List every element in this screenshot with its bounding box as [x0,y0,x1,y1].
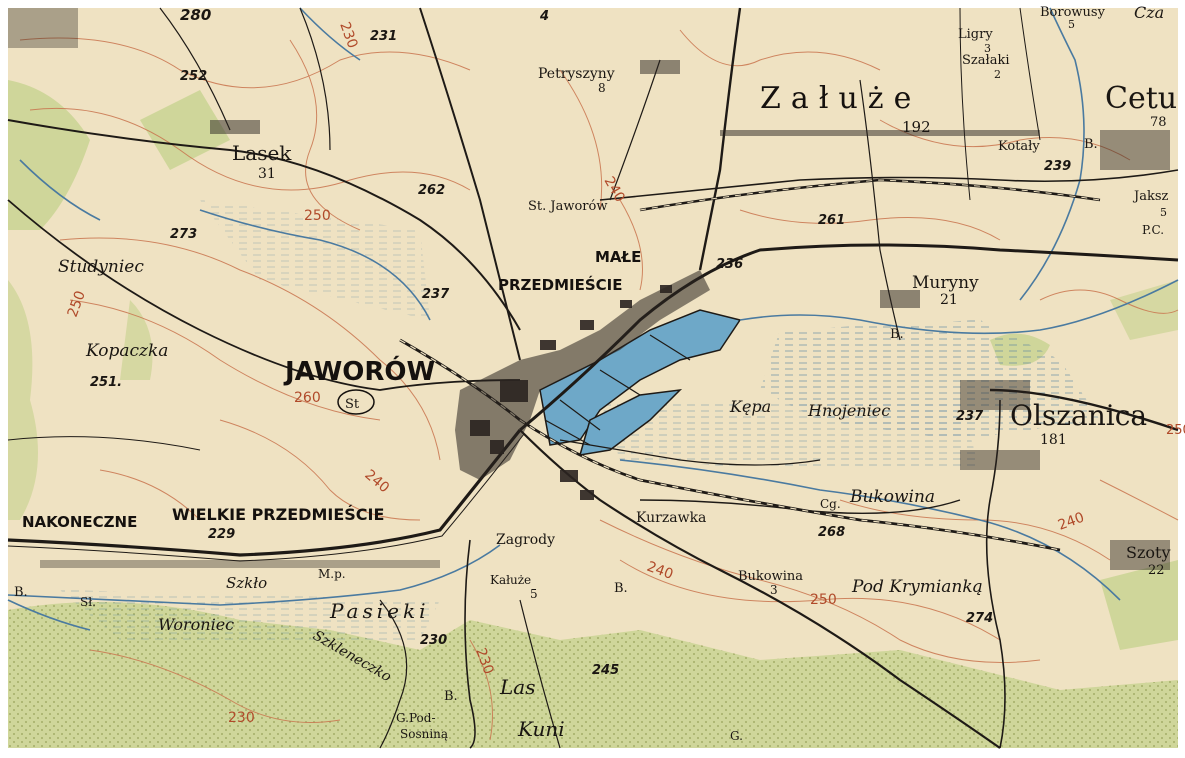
elev-237b: 237 [956,409,984,424]
label-pc: P.C. [1142,223,1164,237]
elevation-points: 280 252 273 251. 262 237 231 229 230 236… [90,6,1071,678]
label-ligry-num: 3 [984,42,991,55]
label-czas: Cza [1134,3,1164,22]
label-lasek: Lasek [232,141,292,165]
settlements [8,8,1170,570]
contour-250a: 250 [304,208,331,224]
label-zagrody: Zagrody [496,532,555,548]
label-olszanica: Olszanica [1010,399,1147,432]
label-b-4: B. [444,689,458,704]
elev-245: 245 [592,663,619,678]
label-g-bottom: G. [730,729,743,743]
label-st-jaworow: St. Jaworów [528,199,607,214]
label-bukowina-small: Bukowina [738,569,803,584]
elev-252: 252 [180,69,207,84]
label-sl: Sł. [80,595,96,609]
label-kurzawka: Kurzawka [636,510,706,526]
label-borowusy-num: 5 [1068,18,1075,31]
label-male: MAŁE [595,248,641,266]
label-muryny: Muryny [912,273,979,293]
elev-262: 262 [418,183,445,198]
contour-250c: 250 [810,592,837,608]
label-g-pod: G.Pod- [396,711,436,725]
label-jaksz: Jaksz [1132,189,1169,204]
label-b-3: B. [14,585,28,600]
label-kepa: Kępa [729,397,771,416]
label-zaluze-num: 192 [902,118,931,136]
label-b-2: B. [614,581,628,596]
label-kopaczka: Kopaczka [85,341,168,361]
elev-231: 231 [370,29,397,44]
label-szoty-num: 22 [1148,563,1165,578]
label-kuni: Kuni [517,717,565,741]
label-zaluze: Załuże [760,81,921,116]
elev-261: 261 [818,213,845,228]
contour-230a: 230 [228,710,255,726]
label-ligry: Ligry [958,27,993,42]
elev-268: 268 [818,525,845,540]
label-petryszyny-num: 8 [598,81,606,95]
label-cetula: Cetu [1105,81,1177,116]
label-hnojeniec: Hnojeniec [807,401,890,420]
label-jaksz-num: 5 [1160,206,1167,219]
label-sosnina: Sosniną [400,727,448,741]
station-symbol [337,389,375,415]
elev-239: 239 [1044,159,1071,174]
label-borowusy: Borowusy [1040,5,1106,20]
label-wielkie-przedmiescie: WIELKIE PRZEDMIEŚCIE [172,505,384,524]
elev-237a: 237 [422,287,450,302]
label-bukowina-num: 3 [770,583,778,597]
label-cetula-num: 78 [1150,115,1167,130]
label-mp: M.p. [318,567,346,581]
label-b-1: B. [890,327,904,342]
label-lasek-num: 31 [258,166,276,182]
label-studyniec: Studyniec [58,257,144,277]
label-szoty: Szoty [1126,543,1171,562]
label-pasieki: Pasieki [329,599,430,623]
elev-230: 230 [420,633,447,648]
label-kaluze: Kałuże [490,573,531,587]
marsh-areas [60,200,1100,640]
label-muryny-num: 21 [940,292,958,308]
label-b-5: B. [1084,137,1098,152]
label-woroniec: Woroniec [158,615,234,634]
label-las: Las [499,675,535,699]
elev-251: 251. [90,375,122,390]
elev-273: 273 [170,227,197,242]
label-olszanica-num: 181 [1040,432,1067,448]
label-male-przedmiescie: PRZEDMIEŚCIE [498,275,623,294]
label-pod-krymianka: Pod Krymianką [851,577,983,597]
label-szalaki-num: 2 [994,68,1001,81]
elev-4: 4 [539,9,549,24]
label-bukowina: Bukowina [849,487,935,507]
label-station-symbol: St [345,397,360,412]
label-petryszyny: Petryszyny [538,66,615,82]
fish-ponds [539,309,742,456]
label-jaworow: JAWORÓW [283,355,435,387]
elev-274: 274 [966,611,993,626]
contour-260: 260 [294,390,321,406]
elev-280: 280 [180,6,211,24]
label-szalaki: Szałaki [962,53,1010,68]
label-szklo: Szkło [226,574,267,592]
label-nakoneczne: NAKONECZNE [22,513,137,531]
contour-250d: 250 [1166,423,1185,438]
contour-lines [19,29,1179,741]
label-kotaly: Kotały [998,139,1040,154]
elev-236: 236 [716,257,743,272]
label-kaluze-num: 5 [530,587,538,601]
roads [7,7,1179,749]
elev-229: 229 [208,527,235,542]
label-cg: Cg. [820,497,841,511]
